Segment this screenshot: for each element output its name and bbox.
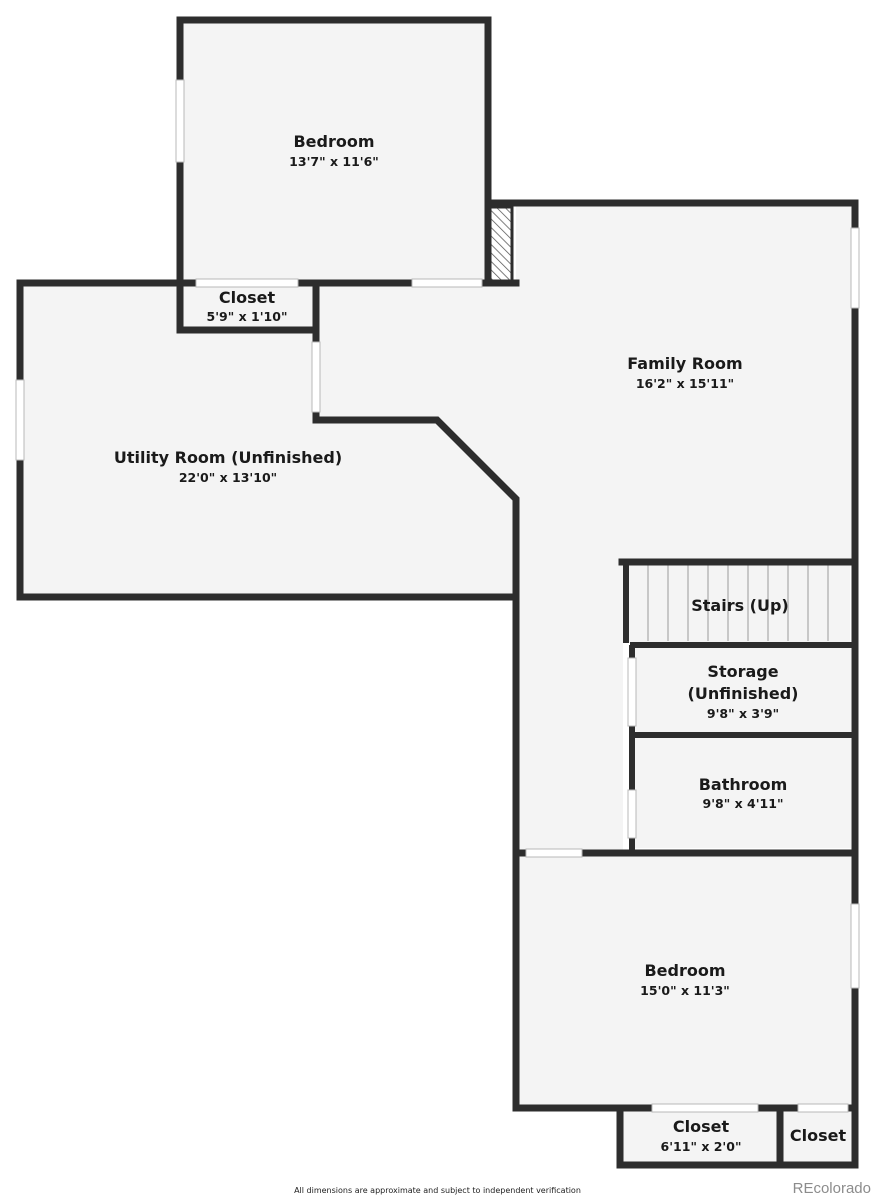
storage-dims: 9'8" x 3'9" bbox=[707, 706, 779, 721]
chase-hatch bbox=[488, 205, 514, 283]
window-bedroom-top bbox=[175, 79, 185, 163]
stairs-floor bbox=[626, 563, 850, 643]
storage-floor bbox=[633, 648, 851, 733]
doorway-storage bbox=[627, 657, 637, 727]
window-family bbox=[850, 227, 860, 309]
bathroom-dims: 9'8" x 4'11" bbox=[703, 796, 784, 811]
doorway-closet-bottom bbox=[651, 1103, 759, 1113]
bedroom-bottom-dims: 15'0" x 11'3" bbox=[640, 983, 730, 998]
bedroom-bottom-name: Bedroom bbox=[644, 961, 725, 980]
closet-bottom-floor bbox=[622, 1108, 778, 1164]
doorway-closet-top bbox=[195, 278, 299, 288]
floor-areas bbox=[20, 21, 854, 1164]
family-room-name: Family Room bbox=[627, 354, 742, 373]
closet-bottom-name: Closet bbox=[673, 1117, 730, 1136]
bedroom-top-name: Bedroom bbox=[293, 132, 374, 151]
closet-top-name: Closet bbox=[219, 288, 276, 307]
doorway-utility bbox=[311, 341, 321, 413]
room-labels: Bedroom 13'7" x 11'6" Closet 5'9" x 1'10… bbox=[114, 132, 847, 1154]
family-room-floor bbox=[313, 203, 854, 850]
utility-room-dims: 22'0" x 13'10" bbox=[179, 470, 277, 485]
disclaimer-text: All dimensions are approximate and subje… bbox=[294, 1186, 581, 1195]
doorway-closet-small bbox=[797, 1103, 849, 1113]
storage-name-line2: (Unfinished) bbox=[688, 684, 799, 703]
bathroom-floor bbox=[633, 738, 851, 848]
closet-top-dims: 5'9" x 1'10" bbox=[207, 309, 288, 324]
window-utility bbox=[15, 379, 25, 461]
closet-small-name: Closet bbox=[790, 1126, 847, 1145]
openings bbox=[15, 79, 860, 1113]
bedroom-top-floor bbox=[180, 21, 488, 283]
utility-room-name: Utility Room (Unfinished) bbox=[114, 448, 342, 467]
doorway-bedroom-bottom bbox=[525, 848, 583, 858]
window-bedroom-bottom bbox=[850, 903, 860, 989]
family-room-dims: 16'2" x 15'11" bbox=[636, 376, 734, 391]
stair-treads bbox=[647, 565, 829, 641]
utility-room-floor bbox=[20, 283, 516, 596]
doorway-bathroom bbox=[627, 789, 637, 839]
closet-bottom-dims: 6'11" x 2'0" bbox=[661, 1139, 742, 1154]
bathroom-name: Bathroom bbox=[699, 775, 788, 794]
storage-name-line1: Storage bbox=[707, 662, 778, 681]
doorway-bedroom-top bbox=[411, 278, 483, 288]
closet-small-floor bbox=[782, 1108, 854, 1164]
bedroom-top-dims: 13'7" x 11'6" bbox=[289, 154, 379, 169]
watermark-logo: REcolorado bbox=[792, 1180, 871, 1197]
bedroom-bottom-floor bbox=[516, 852, 854, 1108]
stairs-name: Stairs (Up) bbox=[691, 596, 789, 615]
